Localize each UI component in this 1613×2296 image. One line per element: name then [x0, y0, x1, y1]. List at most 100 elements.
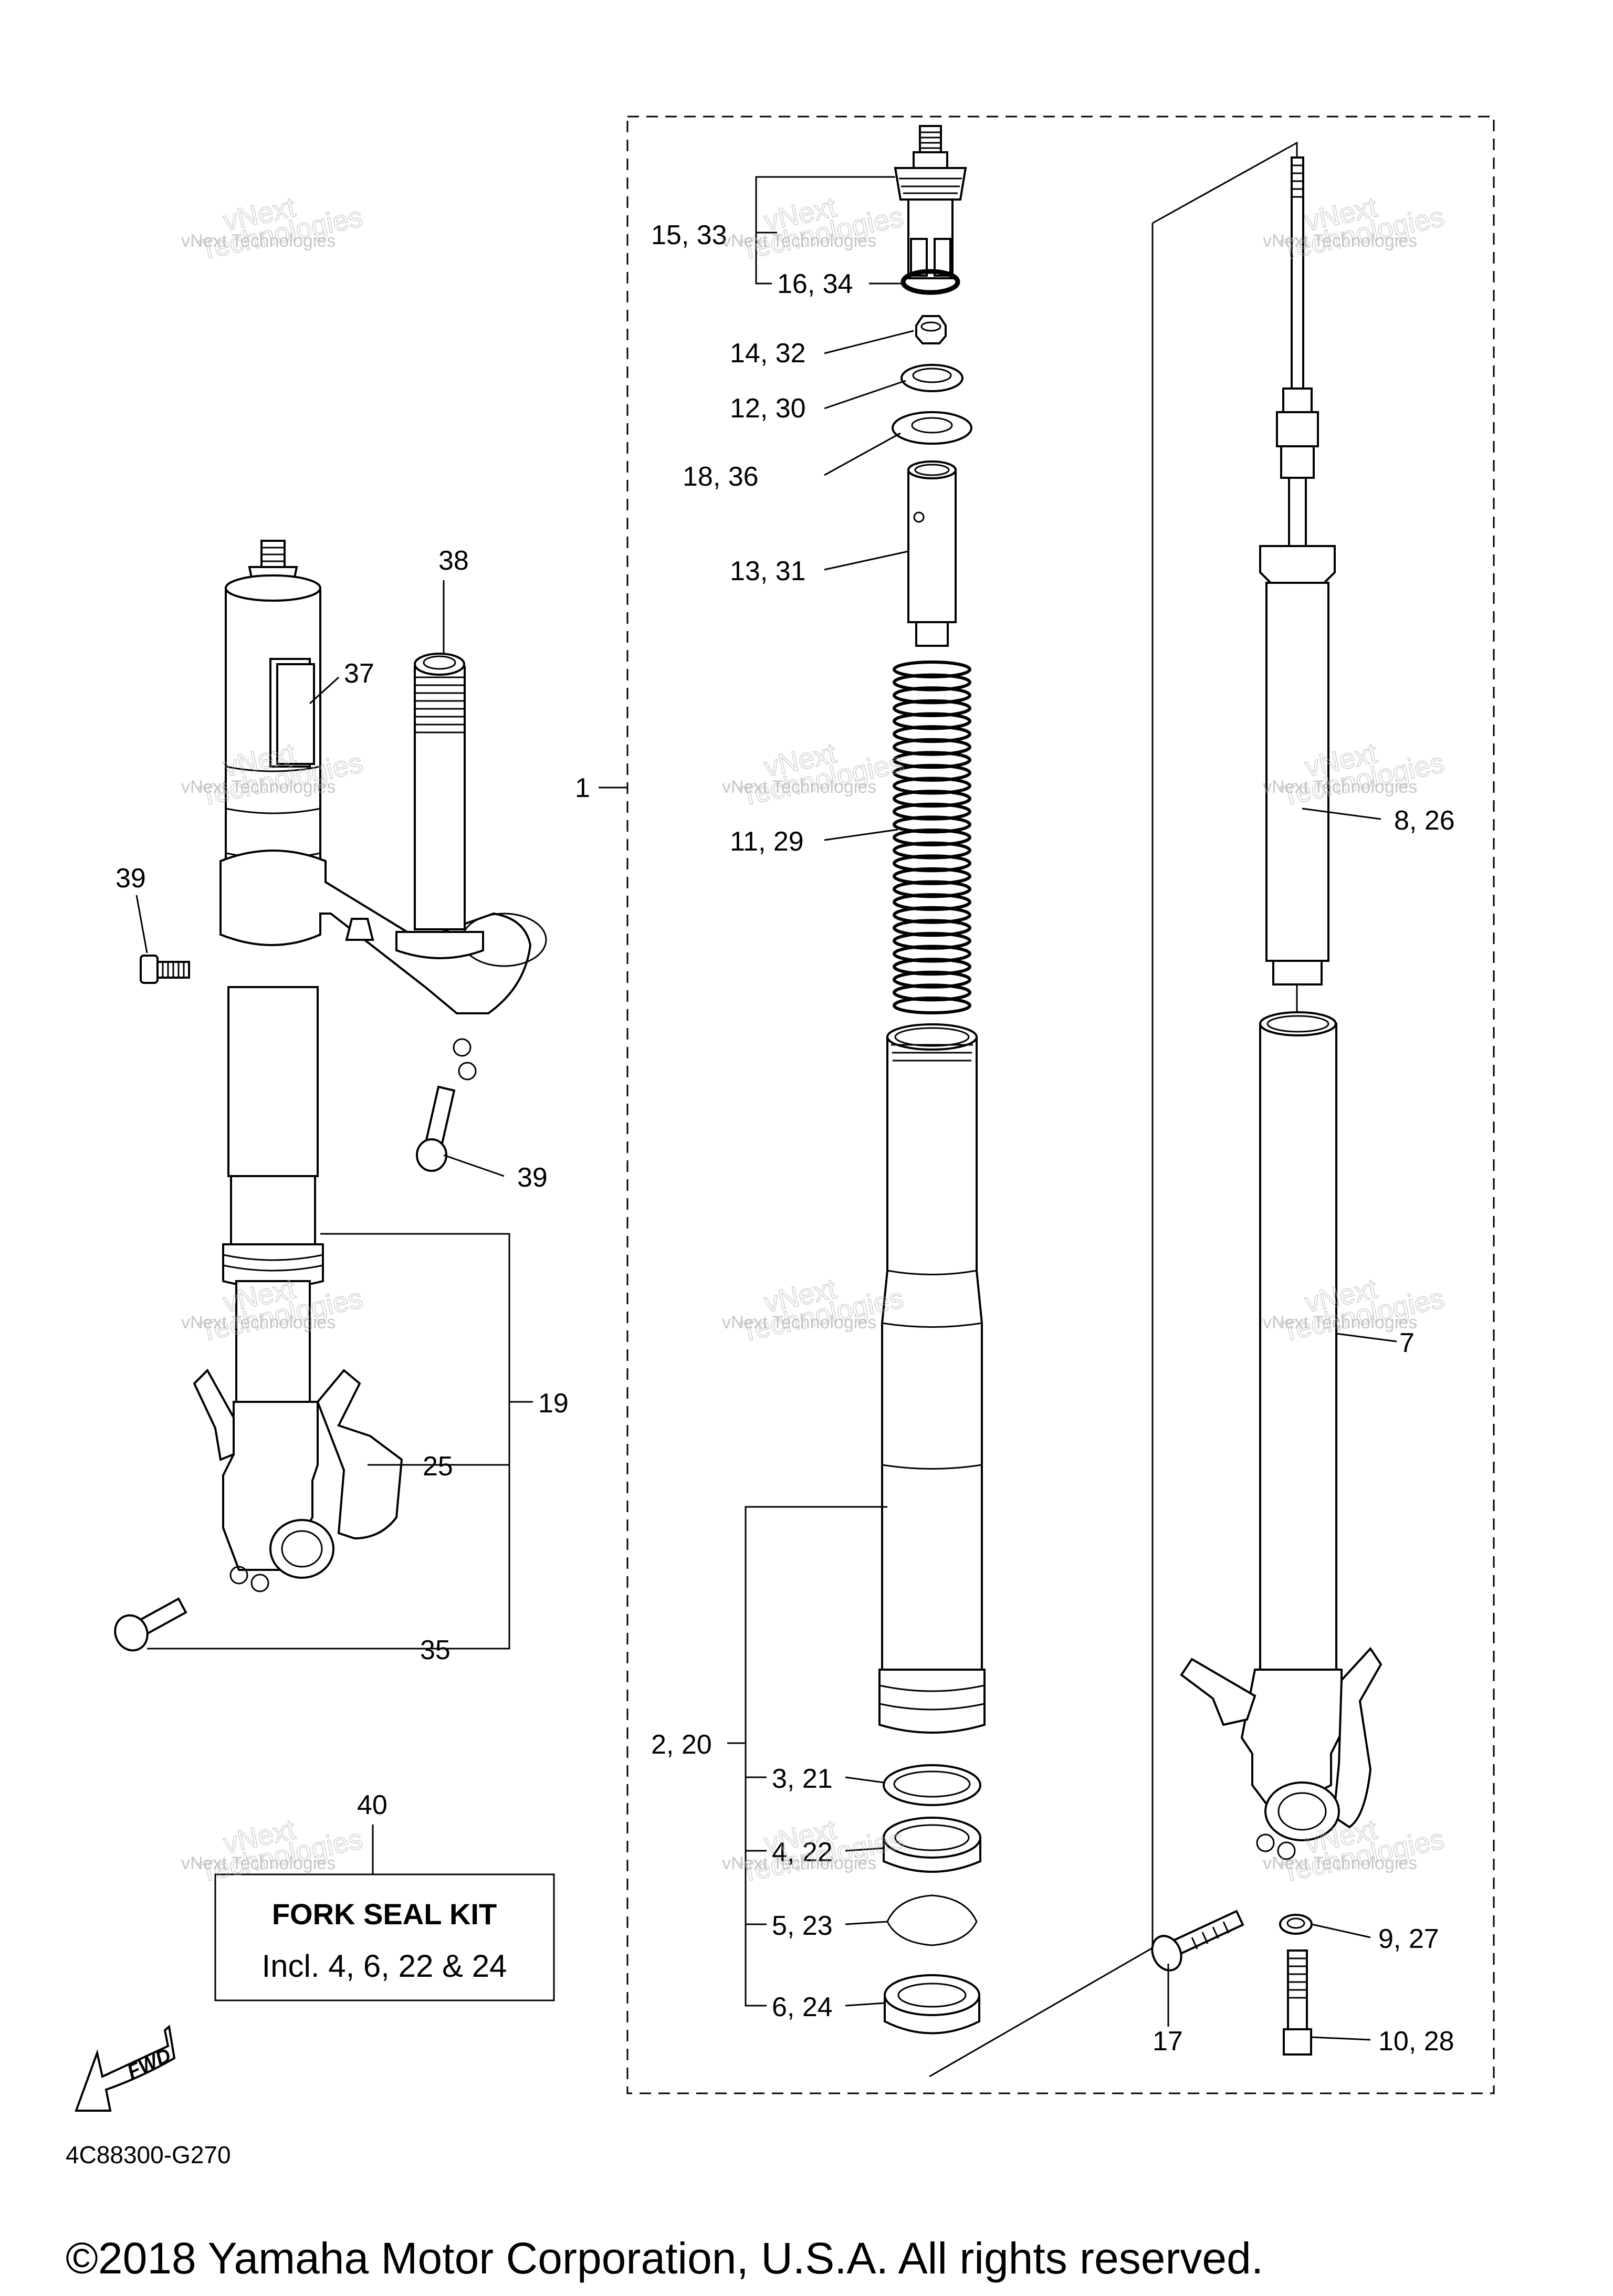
part-spring-seat [892, 411, 972, 445]
spring-coil [893, 945, 971, 963]
spring-coil [893, 777, 971, 795]
part-clamp-bolt-upper [140, 955, 190, 984]
fork-seal-kit-includes: Incl. 4, 6, 22 & 24 [262, 1948, 507, 1984]
part-pinch-bolt [1151, 1910, 1244, 1972]
part-spacer-collar [907, 460, 957, 647]
part-dust-seal-ring [883, 1764, 981, 1806]
spring-coil [893, 661, 971, 678]
callout-17: 17 [1153, 2026, 1183, 2057]
spring-coil [893, 906, 971, 924]
callout-16-34: 16, 34 [777, 269, 853, 299]
spring-coil [893, 712, 971, 730]
callout-11-29: 11, 29 [730, 826, 804, 857]
callout-38: 38 [438, 546, 469, 576]
callout-12-30: 12, 30 [730, 393, 806, 424]
copyright-notice: ©2018 Yamaha Motor Corporation, U.S.A. A… [66, 2234, 1263, 2283]
callout-35: 35 [420, 1635, 451, 1665]
part-nut [915, 315, 947, 344]
watermark-text: vNext Technologies [722, 777, 876, 797]
part-fork-cap-bolt [894, 125, 967, 279]
spring-coil [893, 751, 971, 769]
spring-coil [893, 725, 971, 743]
spring-coil [893, 699, 971, 717]
part-dust-seal [884, 1974, 980, 2035]
watermark-text: vNext Technologies [1263, 1853, 1417, 1873]
spring-coil [893, 763, 971, 782]
watermark-text: vNext Technologies [722, 1853, 876, 1873]
watermark-text: vNext Technologies [181, 231, 336, 251]
spring-coil [893, 919, 971, 937]
watermark-text: vNext Technologies [722, 231, 876, 251]
spring-coil [893, 958, 971, 976]
callout-2-20: 2, 20 [651, 1729, 712, 1760]
spring-coil [893, 673, 971, 691]
watermark-text: vNext Technologies [1263, 777, 1417, 797]
spring-coil [893, 867, 971, 885]
bracket-19 [147, 1233, 510, 1650]
callout-labels: 15, 33 16, 34 14, 32 12, 30 18, 36 13, 3… [116, 220, 1455, 2057]
spring-coil [893, 802, 971, 821]
spring-coil [893, 829, 971, 846]
callout-5-23: 5, 23 [772, 1911, 833, 1941]
callout-13-31: 13, 31 [730, 556, 806, 586]
part-copper-washer [1279, 1914, 1313, 1935]
spring-coil [893, 738, 971, 756]
spring-coil [893, 686, 971, 705]
part-clip [886, 1894, 978, 1946]
assembly-boundary [626, 116, 1495, 2094]
spring-coil [893, 880, 971, 898]
part-inner-tube [1259, 1011, 1337, 1671]
callout-4-22: 4, 22 [772, 1837, 833, 1868]
callout-9-27: 9, 27 [1378, 1924, 1439, 1954]
part-axle-bracket-right [1180, 1647, 1382, 1860]
spring-coil [893, 893, 971, 911]
spring-coil [893, 854, 971, 873]
callout-7: 7 [1399, 1328, 1415, 1358]
spring-coil [893, 815, 971, 834]
leader-lines [135, 176, 1397, 2041]
callout-39-lower: 39 [517, 1162, 548, 1193]
callout-39-upper: 39 [116, 863, 146, 894]
part-damper-bolt [1283, 1949, 1312, 2056]
callout-6-24: 6, 24 [772, 1992, 833, 2022]
watermarks: vNext TechnologiesTechnologiesvNextvNext… [181, 191, 1448, 1889]
callout-8-26: 8, 26 [1394, 805, 1455, 836]
fwd-arrow-icon: FWD [75, 2025, 176, 2112]
callout-1: 1 [575, 773, 590, 803]
part-fork-spring [893, 661, 971, 1014]
part-axle-bolt-left [114, 1597, 187, 1652]
spring-coil [893, 970, 971, 989]
watermark-text: vNext Technologies [181, 1853, 336, 1873]
callout-19: 19 [538, 1388, 569, 1419]
part-outer-tube [878, 1023, 986, 1734]
part-oil-seal [883, 1817, 981, 1873]
part-o-ring [900, 269, 960, 295]
callout-37: 37 [344, 658, 374, 689]
spring-coil [893, 790, 971, 808]
callout-18-36: 18, 36 [683, 462, 759, 492]
part-clamp-bolt-lower [416, 1085, 456, 1172]
callout-10-28: 10, 28 [1378, 2026, 1454, 2057]
spring-coil [893, 997, 971, 1014]
spring-coil [893, 983, 971, 1002]
fork-seal-kit-box [214, 1873, 555, 2001]
part-washer [900, 364, 963, 392]
watermark-text: vNext Technologies [181, 1313, 336, 1333]
watermark-text: vNext Technologies [181, 777, 336, 797]
fork-seal-kit-title: FORK SEAL KIT [272, 1897, 497, 1931]
watermark-text: vNext Technologies [1263, 1313, 1417, 1333]
part-damper-rod [1259, 156, 1336, 986]
spring-coil [893, 841, 971, 859]
spring-coil [893, 931, 971, 950]
watermark-text: vNext Technologies [1263, 231, 1417, 251]
callout-3-21: 3, 21 [772, 1764, 833, 1794]
callout-40: 40 [357, 1790, 387, 1820]
part-assembled-fork-left [193, 540, 547, 1592]
watermark-text: vNext Technologies [722, 1313, 876, 1333]
callout-15-33: 15, 33 [651, 220, 727, 250]
callout-25: 25 [423, 1451, 453, 1482]
callout-14-32: 14, 32 [730, 338, 806, 369]
diagram-code: 4C88300-G270 [66, 2141, 231, 2168]
fwd-label: FWD [124, 2045, 174, 2084]
